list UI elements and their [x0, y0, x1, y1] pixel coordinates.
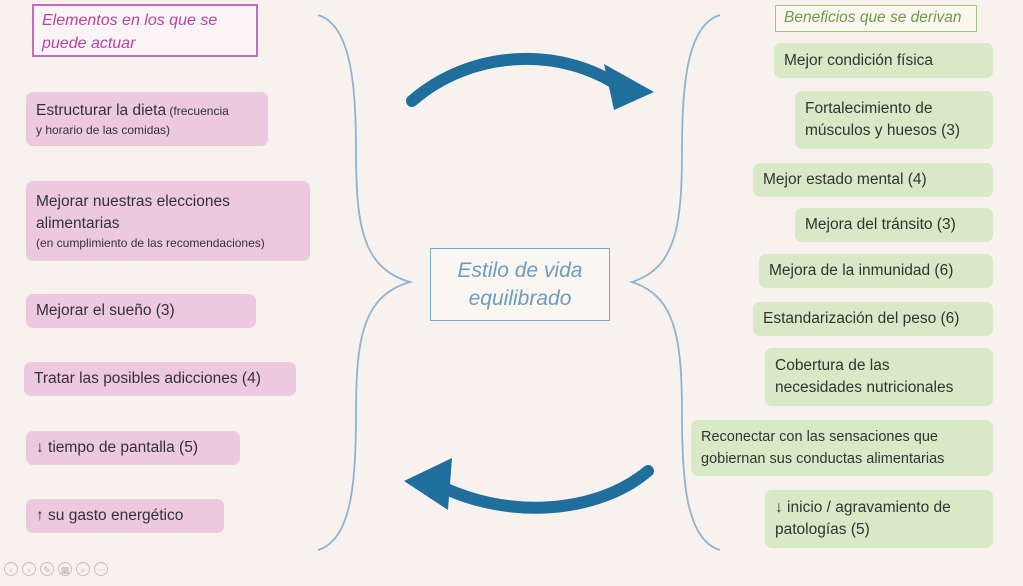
zoom-icon[interactable]: ⌕: [76, 562, 90, 576]
center-line2: equilibrado: [468, 286, 572, 310]
left-item-main: Mejorar el sueño (3): [36, 302, 175, 319]
right-item-line1: Estandarización del peso (6): [763, 310, 960, 327]
right-item-line2: necesidades nutricionales: [775, 379, 954, 396]
left-item-main2: alimentarias: [36, 215, 120, 232]
right-item-line1: ↓ inicio / agravamiento de: [775, 499, 951, 516]
left-item-sub: (en cumplimiento de las recomendaciones): [36, 236, 265, 250]
right-item-muscles: Fortalecimiento de músculos y huesos (3): [795, 91, 993, 149]
more-icon[interactable]: ⋯: [94, 562, 108, 576]
right-item-line1: Mejora del tránsito (3): [805, 216, 956, 233]
left-item-main: ↑ su gasto energético: [36, 507, 184, 524]
right-item-line1: Fortalecimiento de: [805, 100, 933, 117]
right-item-sensations: Reconectar con las sensaciones que gobie…: [691, 420, 993, 476]
right-item-line1: Mejor condición física: [784, 51, 934, 69]
top-arrowhead: [604, 64, 654, 110]
right-item-line1: Mejor estado mental (4): [763, 171, 927, 188]
right-item-fitness: Mejor condición física: [774, 43, 993, 78]
right-item-mental: Mejor estado mental (4): [753, 163, 993, 197]
bottom-arrow: [430, 465, 654, 514]
left-item-energy: ↑ su gasto energético: [26, 499, 224, 533]
left-item-main: Estructurar la dieta: [36, 102, 167, 119]
left-header: Elementos en los que se puede actuar: [32, 4, 258, 57]
left-item-main: Mejorar nuestras elecciones: [36, 193, 230, 210]
presentation-toolbar: ‹ › ✎ ▦ ⌕ ⋯: [4, 562, 108, 576]
right-item-transit: Mejora del tránsito (3): [795, 208, 993, 242]
pen-icon[interactable]: ✎: [40, 562, 54, 576]
right-item-line1: Reconectar con las sensaciones que: [701, 429, 938, 445]
left-item-diet: Estructurar la dieta (frecuencia y horar…: [26, 92, 268, 146]
right-item-pathologies: ↓ inicio / agravamiento de patologías (5…: [765, 490, 993, 548]
right-item-line2: patologías (5): [775, 521, 870, 538]
left-brace: [317, 14, 414, 551]
right-item-line2: músculos y huesos (3): [805, 122, 961, 139]
right-item-line1: Cobertura de las: [775, 357, 890, 374]
right-brace: [629, 14, 721, 551]
right-item-weight: Estandarización del peso (6): [753, 302, 993, 336]
right-item-immunity: Mejora de la inmunidad (6): [759, 254, 993, 288]
next-icon[interactable]: ›: [22, 562, 36, 576]
center-line1: Estilo de vida: [457, 258, 583, 282]
right-item-nutrition: Cobertura de las necesidades nutricional…: [765, 348, 993, 406]
right-header: Beneficios que se derivan: [775, 5, 977, 32]
center-box: Estilo de vida equilibrado: [430, 248, 610, 321]
left-item-main: ↓ tiempo de pantalla (5): [36, 439, 198, 456]
left-item-main: Tratar las posibles adicciones (4): [34, 370, 261, 387]
right-item-line2: gobiernan sus conductas alimentarias: [701, 451, 945, 467]
bottom-arrowhead: [404, 458, 452, 510]
left-item-addictions: Tratar las posibles adicciones (4): [24, 362, 296, 396]
left-item-screen-time: ↓ tiempo de pantalla (5): [26, 431, 240, 465]
right-item-line1: Mejora de la inmunidad (6): [769, 262, 954, 279]
left-item-sleep: Mejorar el sueño (3): [26, 294, 256, 328]
top-arrow: [406, 52, 628, 107]
left-item-choices: Mejorar nuestras elecciones alimentarias…: [26, 181, 310, 261]
left-item-note: (frecuencia: [166, 104, 229, 118]
slides-icon[interactable]: ▦: [58, 562, 72, 576]
left-item-sub: y horario de las comidas): [36, 123, 171, 137]
prev-icon[interactable]: ‹: [4, 562, 18, 576]
